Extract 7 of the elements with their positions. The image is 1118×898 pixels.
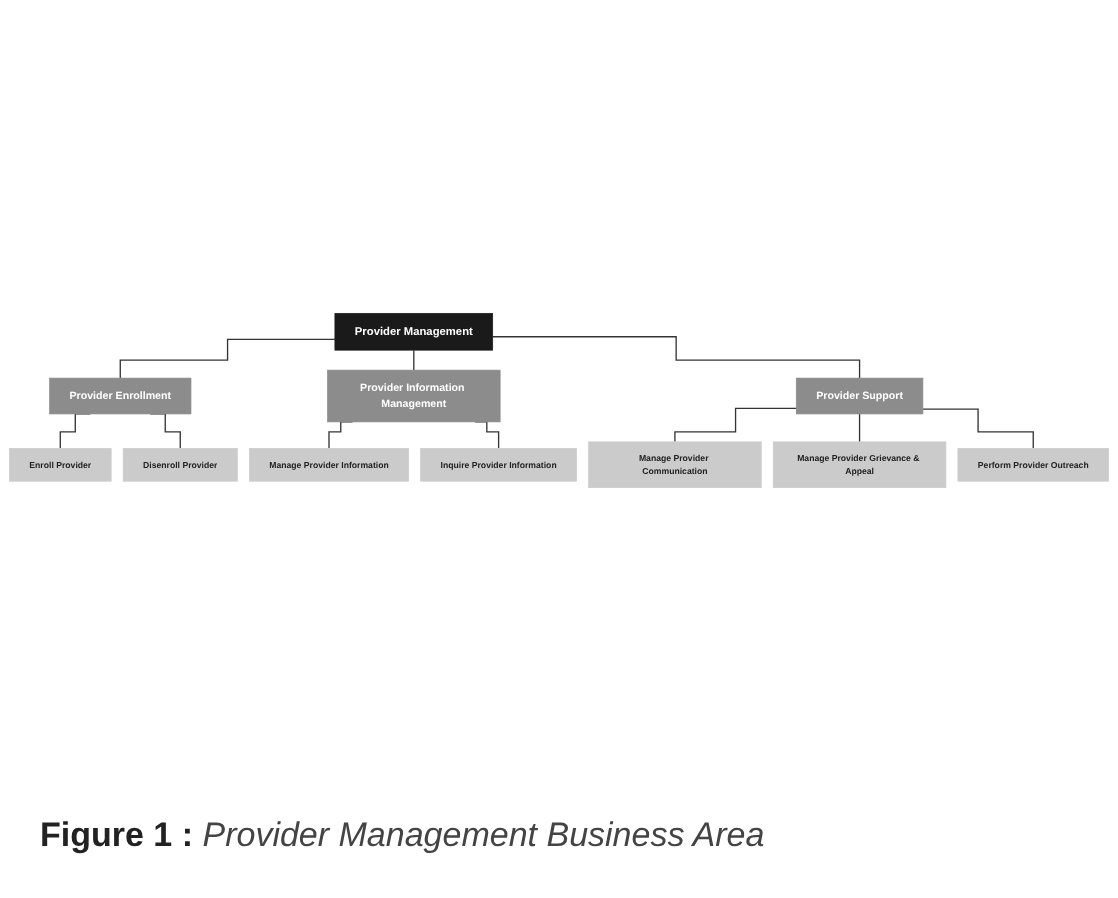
connector — [119, 338, 336, 379]
connector — [492, 335, 861, 379]
connector — [674, 407, 797, 442]
connector — [413, 349, 415, 371]
figure-caption: Figure 1 : Provider Management Business Area — [40, 816, 765, 856]
connector — [922, 407, 1034, 449]
connector — [858, 412, 861, 442]
